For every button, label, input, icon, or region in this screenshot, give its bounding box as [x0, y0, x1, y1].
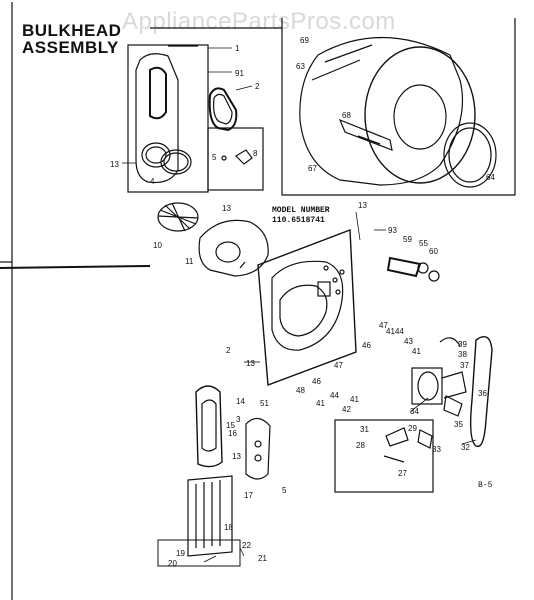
callout-93: 93 — [388, 226, 397, 235]
callout-21: 21 — [258, 554, 267, 563]
callout-59: 59 — [403, 235, 412, 244]
callout-13-b: 13 — [222, 204, 231, 213]
callout-47: 47 — [379, 321, 388, 330]
callout-labels: 1 91 2 13 5 8 4 69 63 68 67 64 13 10 11 … — [110, 36, 495, 568]
callout-46-b: 46 — [312, 377, 321, 386]
model-number-label: MODEL NUMBER — [272, 206, 330, 215]
callout-13: 13 — [110, 160, 119, 169]
model-number-block: MODEL NUMBER 110.6518741 — [272, 206, 330, 226]
callout-1: 1 — [235, 44, 240, 53]
lint-screen-part-51 — [245, 417, 271, 480]
callout-46: 46 — [362, 341, 371, 350]
callout-36: 36 — [478, 389, 487, 398]
callout-14: 14 — [236, 397, 245, 406]
callout-4: 4 — [150, 177, 155, 186]
callout-60: 60 — [429, 247, 438, 256]
callout-43: 43 — [404, 337, 413, 346]
callout-69: 69 — [300, 36, 309, 45]
callout-63: 63 — [296, 62, 305, 71]
lint-duct-part-14 — [195, 385, 223, 468]
callout-18: 18 — [224, 523, 233, 532]
callout-11: 11 — [185, 257, 194, 266]
main-bulkhead — [257, 229, 357, 386]
heater-element-assembly — [157, 475, 241, 567]
callout-13-c: 13 — [358, 201, 367, 210]
model-number-value: 110.6518741 — [272, 216, 325, 225]
lower-parts-box — [334, 419, 434, 493]
callout-68: 68 — [342, 111, 351, 120]
small-parts-box — [207, 127, 264, 191]
callout-33: 33 — [432, 445, 441, 454]
callout-13-d: 13 — [246, 359, 255, 368]
diagram-title: BULKHEAD ASSEMBLY — [22, 22, 121, 56]
callout-8: 8 — [253, 149, 258, 158]
callout-67: 67 — [308, 164, 317, 173]
callout-41-d: 41 — [350, 395, 359, 404]
callout-42: 42 — [342, 405, 351, 414]
callout-35: 35 — [454, 420, 463, 429]
title-line-1: BULKHEAD — [22, 21, 122, 40]
callout-5-b: 5 — [282, 486, 287, 495]
callout-55: 55 — [419, 239, 428, 248]
callout-41-c: 41 — [316, 399, 325, 408]
bulkhead-front-panel — [127, 44, 209, 193]
title-line-2: ASSEMBLY — [22, 38, 119, 57]
callout-38: 38 — [458, 350, 467, 359]
callout-64: 64 — [486, 173, 495, 182]
callout-44-b: 44 — [330, 391, 339, 400]
watermark: AppliancePartsPros.com — [122, 8, 396, 35]
dryer-drum — [299, 36, 476, 186]
callout-41: 41 — [386, 327, 395, 336]
callout-41-b: 41 — [412, 347, 421, 356]
callout-22: 22 — [242, 541, 251, 550]
callout-48: 48 — [296, 386, 305, 395]
callout-3: 3 — [236, 415, 241, 424]
blower-wheel — [157, 202, 199, 232]
callout-32: 32 — [461, 443, 470, 452]
callout-44: 44 — [395, 327, 404, 336]
callout-34: 34 — [410, 407, 419, 416]
callout-28: 28 — [356, 441, 365, 450]
drum-seal-ring — [443, 122, 497, 188]
drive-belt — [469, 336, 493, 448]
callout-2-b: 2 — [226, 346, 231, 355]
callout-2: 2 — [255, 82, 260, 91]
callout-51: 51 — [260, 399, 269, 408]
motor-assembly — [411, 367, 467, 405]
callout-17: 17 — [244, 491, 253, 500]
callout-37: 37 — [460, 361, 469, 370]
page-reference: B-5 — [478, 481, 493, 490]
callout-5: 5 — [212, 153, 217, 162]
callout-20: 20 — [168, 559, 177, 568]
callout-27: 27 — [398, 469, 407, 478]
idler-pulley-bracket — [439, 337, 463, 417]
callout-91: 91 — [235, 69, 244, 78]
duct-hose-part-59 — [386, 256, 440, 282]
callout-47-b: 47 — [334, 361, 343, 370]
lint-filter-housing-part-2 — [208, 87, 238, 132]
callout-29: 29 — [408, 424, 417, 433]
callout-10: 10 — [153, 241, 162, 250]
frame-lines — [0, 2, 516, 600]
felt-seal-ring — [160, 149, 192, 175]
blower-housing — [198, 219, 269, 277]
leader-lines — [122, 47, 477, 563]
callout-31: 31 — [360, 425, 369, 434]
callout-15: 15 — [226, 421, 235, 430]
callout-19: 19 — [176, 549, 185, 558]
callout-13-e: 13 — [232, 452, 241, 461]
callout-16: 16 — [228, 429, 237, 438]
callout-39: 39 — [458, 340, 467, 349]
